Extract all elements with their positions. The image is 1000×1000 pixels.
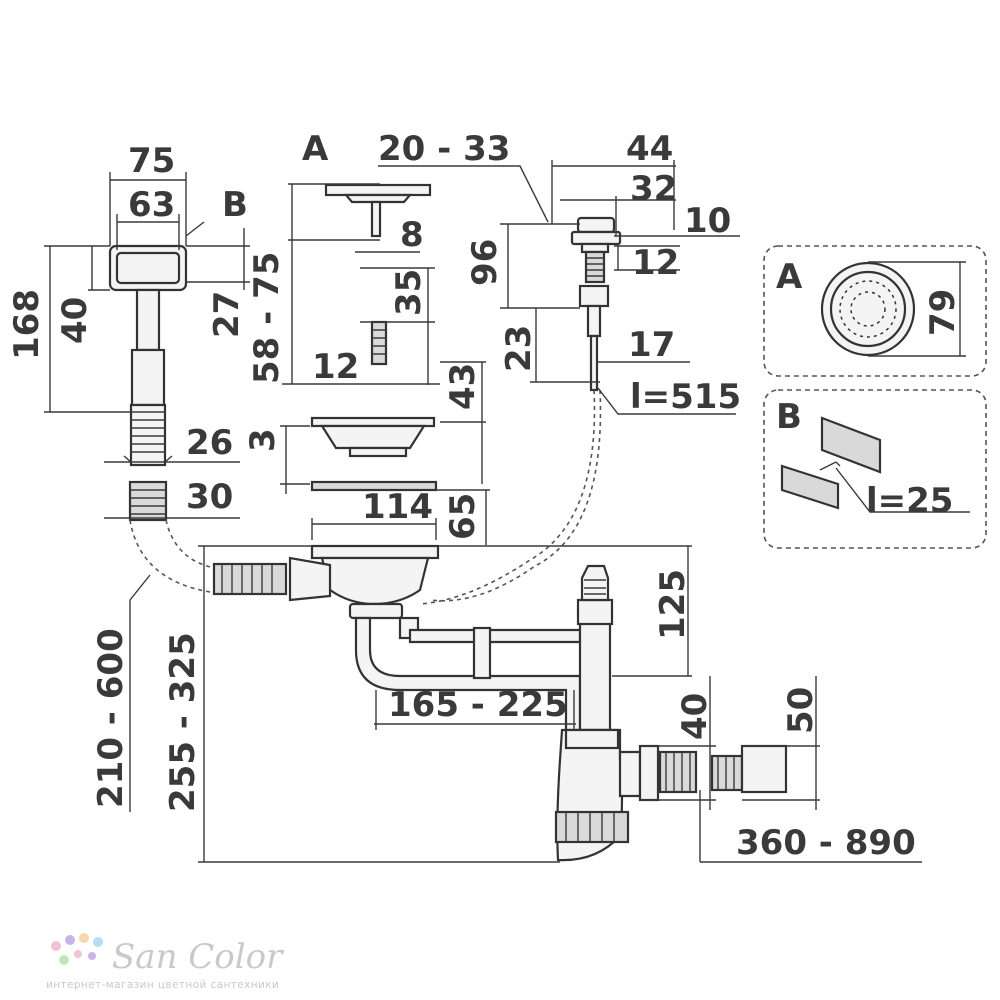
dim-17: 17 — [628, 325, 675, 365]
brand-name: San Color — [112, 937, 284, 977]
dim-3: 3 — [243, 428, 283, 452]
brand-tagline: интернет-магазин цветной сантехники — [46, 979, 279, 991]
dim-8: 8 — [400, 215, 424, 255]
dim-79: 79 — [923, 289, 963, 336]
brand-watermark: San Color интернет-магазин цветной санте… — [46, 933, 284, 991]
dim-165-225: 165 - 225 — [388, 685, 568, 725]
label-b-box: B — [776, 397, 802, 437]
siphon-dimensions — [129, 545, 922, 863]
strainer-parts — [310, 183, 438, 492]
dim-27: 27 — [207, 291, 247, 338]
overflow-dimensions — [44, 172, 250, 519]
dim-23: 23 — [499, 325, 539, 372]
detail-box-b — [763, 389, 987, 549]
dimension-texts: 75 63 B 26 30 A 8 12 114 20 - 33 44 32 1… — [7, 129, 963, 863]
length-25: l=25 — [866, 481, 953, 521]
dim-210-600: 210 - 600 — [91, 628, 131, 808]
dim-12-right: 12 — [632, 243, 679, 283]
dim-63: 63 — [128, 185, 175, 225]
dim-44: 44 — [626, 129, 673, 169]
dim-40-outlet: 40 — [675, 693, 715, 740]
dim-125: 125 — [653, 569, 693, 640]
dim-58-75: 58 - 75 — [247, 252, 287, 384]
siphon-body — [212, 544, 788, 862]
label-b-top: B — [222, 185, 248, 225]
dim-65: 65 — [443, 493, 483, 540]
dim-26: 26 — [186, 423, 233, 463]
popup-dimensions — [378, 160, 740, 415]
dim-40-overflow: 40 — [55, 297, 95, 344]
dim-20-33: 20 - 33 — [378, 129, 510, 169]
dim-30: 30 — [186, 477, 233, 517]
dim-168: 168 — [7, 289, 47, 360]
dim-255-325: 255 - 325 — [163, 632, 203, 812]
dim-35: 35 — [389, 269, 429, 316]
dim-43: 43 — [443, 363, 483, 410]
dim-360-890: 360 - 890 — [736, 823, 916, 863]
overflow-assembly — [108, 244, 216, 593]
dim-96: 96 — [465, 239, 505, 286]
dim-114: 114 — [362, 487, 433, 527]
length-515: l=515 — [630, 377, 741, 417]
dim-12-left: 12 — [312, 347, 359, 387]
dim-10: 10 — [684, 201, 731, 241]
strainer-dimensions — [280, 183, 490, 545]
dim-75: 75 — [128, 141, 175, 181]
dim-50: 50 — [781, 687, 821, 734]
popup-control — [419, 216, 622, 605]
label-a-box: A — [776, 257, 803, 297]
dim-32: 32 — [630, 169, 677, 209]
brand-logo-dots — [51, 933, 103, 965]
detail-box-a — [763, 245, 987, 377]
label-a-top: A — [302, 129, 329, 169]
